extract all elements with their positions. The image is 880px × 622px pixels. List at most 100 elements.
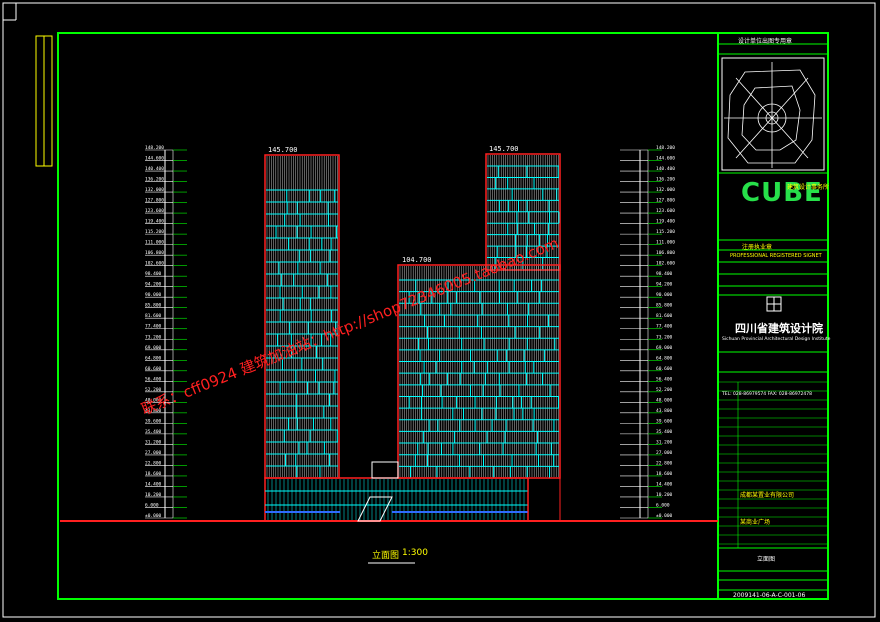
elevation-mark: 90.000 (656, 292, 673, 298)
elevation-mark: 22.800 (656, 460, 673, 466)
reg-label: 注册执业章 (742, 244, 773, 251)
elevation-mark: 18.600 (656, 471, 673, 477)
drawing-number: 2009141-06-A-C-001-06 (733, 592, 806, 599)
elevation-mark: 35.400 (656, 429, 673, 435)
elevation-mark: 48.000 (656, 397, 673, 403)
left-roof-label: 145.700 (268, 146, 298, 154)
seal-label: 设计单位出图专用章 (738, 38, 793, 45)
logo-text: CUBE (741, 178, 823, 208)
mid-roof-label: 104.700 (402, 256, 432, 264)
elevation-mark: 56.400 (145, 376, 162, 382)
reg-label-en: PROFESSIONAL REGISTERED SIGNET (730, 253, 822, 259)
elevation-mark: ±0.000 (145, 513, 162, 519)
elevation-mark: 43.800 (145, 408, 162, 414)
elevation-mark: 60.600 (656, 366, 673, 372)
elevation-mark: 52.200 (656, 387, 673, 393)
elevation-mark: 144.600 (145, 156, 164, 162)
sheet-title: 立面图 (757, 556, 776, 563)
elevation-mark: 48.000 (145, 397, 162, 403)
elevation-mark: 27.000 (145, 450, 162, 456)
elevation-mark: ±0.000 (656, 513, 673, 519)
elevation-mark: 119.400 (145, 219, 164, 225)
drawing-scale: 1:300 (402, 548, 428, 558)
elevation-mark: 69.000 (656, 345, 673, 351)
elevation-mark: 77.400 (145, 324, 162, 330)
elevation-mark: 69.000 (145, 345, 162, 351)
elevation-mark: 140.400 (145, 166, 164, 172)
elevation-mark: 14.400 (145, 481, 162, 487)
elevation-mark: 136.200 (656, 177, 675, 183)
elevation-mark: 64.800 (656, 355, 673, 361)
elevation-mark: 90.000 (145, 292, 162, 298)
elevation-mark: 10.200 (145, 492, 162, 498)
right-elevation-ruler: 148.200 144.600 140.400 136.200 132.000 127.8… (620, 145, 675, 519)
elevation-mark: 127.800 (656, 198, 675, 204)
elevation-mark: 136.200 (145, 177, 164, 183)
elevation-mark: 35.400 (145, 429, 162, 435)
elevation-mark: 43.800 (656, 408, 673, 414)
elevation-mark: 39.600 (656, 418, 673, 424)
elevation-mark: 127.800 (145, 198, 164, 204)
left-tower (264, 154, 340, 479)
elevation-mark: 102.600 (656, 261, 675, 267)
elevation-mark: 148.200 (145, 145, 164, 151)
logo-sub: 建筑设计事务所 (787, 184, 830, 191)
elevation-mark: 6.000 (145, 502, 159, 508)
elevation-mark: 18.600 (145, 471, 162, 477)
right-tower (485, 153, 561, 271)
elevation-mark: 85.800 (656, 303, 673, 309)
elevation-mark: 106.800 (656, 250, 675, 256)
elevation-mark: 123.600 (656, 208, 675, 214)
elevation-mark: 119.400 (656, 219, 675, 225)
elevation-mark: 10.200 (656, 492, 673, 498)
right-roof-label: 145.700 (489, 145, 519, 153)
elevation-mark: 60.600 (145, 366, 162, 372)
client-name: 成都某置业有限公司 (740, 492, 795, 499)
elevation-mark: 132.000 (145, 187, 164, 193)
elevation-mark: 115.200 (145, 229, 164, 235)
elevation-mark: 81.600 (656, 313, 673, 319)
elevation-mark: 140.400 (656, 166, 675, 172)
mid-block (397, 264, 561, 479)
elevation-mark: 52.200 (145, 387, 162, 393)
elevation-mark: 22.800 (145, 460, 162, 466)
elevation-mark: 77.400 (656, 324, 673, 330)
drawing-title: 立面图 (372, 551, 400, 561)
elevation-mark: 115.200 (656, 229, 675, 235)
elevation-mark: 39.600 (145, 418, 162, 424)
elevation-mark: 6.000 (656, 502, 670, 508)
podium (264, 461, 561, 522)
location-map (724, 62, 822, 168)
title-block (718, 43, 828, 591)
elevation-mark: 81.600 (145, 313, 162, 319)
elevation-mark: 64.800 (145, 355, 162, 361)
elevation-mark: 102.600 (145, 261, 164, 267)
elevation-mark: 56.400 (656, 376, 673, 382)
elevation-mark: 98.400 (145, 271, 162, 277)
left-elevation-ruler: 148.200 144.600 140.400 136.200 132.000 127.8… (145, 145, 187, 519)
elevation-mark: 144.600 (656, 156, 675, 162)
contact-info: TEL: 028-86979574 FAX: 028-86972478 (722, 392, 812, 397)
org-name-en: Sichuan Provincial Architectural Design … (722, 337, 831, 342)
elevation-mark: 94.200 (145, 282, 162, 288)
elevation-mark: 31.200 (145, 439, 162, 445)
left-revision-strip (35, 35, 53, 167)
elevation-mark: 73.200 (145, 334, 162, 340)
elevation-mark: 14.400 (656, 481, 673, 487)
elevation-mark: 27.000 (656, 450, 673, 456)
project-name: 某商业广场 (740, 519, 771, 526)
drawing-frame (57, 32, 829, 600)
elevation-mark: 31.200 (656, 439, 673, 445)
elevation-mark: 73.200 (656, 334, 673, 340)
elevation-mark: 132.000 (656, 187, 675, 193)
elevation-mark: 85.800 (145, 303, 162, 309)
elevation-mark: 148.200 (656, 145, 675, 151)
elevation-mark: 123.600 (145, 208, 164, 214)
org-name: 四川省建筑设计院 (735, 322, 823, 335)
elevation-mark: 98.400 (656, 271, 673, 277)
elevation-mark: 111.000 (145, 240, 164, 246)
elevation-mark: 94.200 (656, 282, 673, 288)
elevation-mark: 111.000 (656, 240, 675, 246)
